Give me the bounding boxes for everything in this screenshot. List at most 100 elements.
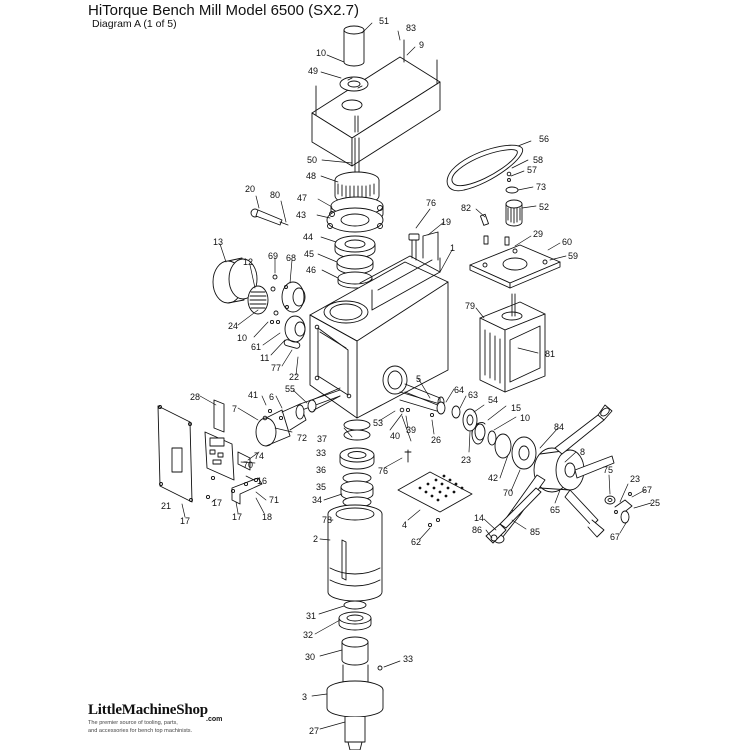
callout: 51 xyxy=(379,16,389,26)
callout: 84 xyxy=(554,422,564,432)
callout: 63 xyxy=(468,390,478,400)
motor-cover xyxy=(311,39,441,167)
callout: 24 xyxy=(228,321,238,331)
callout: 9 xyxy=(419,40,424,50)
callout: 80 xyxy=(270,190,280,200)
callout: 17 xyxy=(180,516,190,526)
callout: 67 xyxy=(610,532,620,542)
callout: 50 xyxy=(307,155,317,165)
callout: 18 xyxy=(262,512,272,522)
quill xyxy=(327,504,383,602)
callout: 27 xyxy=(309,726,319,736)
callout: 59 xyxy=(568,251,578,261)
callout: 65 xyxy=(550,505,560,515)
callout: 67 xyxy=(642,485,652,495)
callout: 6 xyxy=(269,392,274,402)
callout: 29 xyxy=(533,229,543,239)
callout: 1 xyxy=(450,243,455,253)
callout: 40 xyxy=(390,431,400,441)
callout: 58 xyxy=(533,155,543,165)
bearing-stack xyxy=(334,235,376,289)
callout: 3 xyxy=(302,692,307,702)
callout: 55 xyxy=(285,384,295,394)
callout: 8 xyxy=(580,447,585,457)
motor-pulley xyxy=(479,171,523,246)
callout: 2 xyxy=(313,534,318,544)
callout: 46 xyxy=(306,265,316,275)
callout: 10 xyxy=(237,333,247,343)
logo-tagline-2: and accessories for bench top machinists… xyxy=(88,727,193,734)
callout: 37 xyxy=(317,434,327,444)
callout: 16 xyxy=(257,476,267,486)
callout: 23 xyxy=(461,455,471,465)
callout: 30 xyxy=(305,652,315,662)
fine-feed-cover xyxy=(212,257,306,349)
callout: 68 xyxy=(286,253,296,263)
callout: 76 xyxy=(378,466,388,476)
motor xyxy=(479,293,546,393)
callout: 26 xyxy=(431,435,441,445)
callout: 32 xyxy=(303,630,313,640)
callout: 10 xyxy=(520,413,530,423)
quill-bearing-stack xyxy=(339,419,375,508)
page-title: HiTorque Bench Mill Model 6500 (SX2.7) xyxy=(88,2,359,19)
pinion-shaft xyxy=(399,391,486,463)
callout: 44 xyxy=(303,232,313,242)
callout: 48 xyxy=(306,171,316,181)
callout: 21 xyxy=(161,501,171,511)
callout: 31 xyxy=(306,611,316,621)
callout: 49 xyxy=(308,66,318,76)
lower-bearings xyxy=(338,600,372,666)
callout: 57 xyxy=(527,165,537,175)
bracket-16-18 xyxy=(205,475,263,505)
littlemachineshop-logo: LittleMachineShop .com The premier sourc… xyxy=(88,702,222,734)
callout: 11 xyxy=(260,353,269,363)
callout: 52 xyxy=(539,202,549,212)
motor-plate xyxy=(469,244,561,289)
callout: 13 xyxy=(213,237,223,247)
callout: 81 xyxy=(545,349,555,359)
callout-leaders xyxy=(181,22,652,730)
logo-name: LittleMachineShop xyxy=(88,702,208,718)
callout: 86 xyxy=(472,525,482,535)
callout: 14 xyxy=(474,513,484,523)
callout: 20 xyxy=(245,184,255,194)
callout: 12 xyxy=(243,257,253,267)
diagram-subtitle: Diagram A (1 of 5) xyxy=(92,18,177,30)
callout: 64 xyxy=(454,385,464,395)
callout: 85 xyxy=(530,527,540,537)
callout: 76 xyxy=(426,198,436,208)
callout: 62 xyxy=(411,537,421,547)
callout: 61 xyxy=(251,342,261,352)
callout: 82 xyxy=(461,203,471,213)
logo-domain: .com xyxy=(206,716,223,723)
callout: 70 xyxy=(503,488,513,498)
control-panel-cover xyxy=(157,405,193,503)
callout: 17 xyxy=(212,498,222,508)
callout: 74 xyxy=(254,451,264,461)
callout: 53 xyxy=(373,418,383,428)
callout: 43 xyxy=(296,210,306,220)
fine-feed-wheel xyxy=(255,387,341,447)
callout-labels: 51 83 10 9 49 56 58 57 73 50 48 52 82 20… xyxy=(161,16,660,736)
head-casting xyxy=(309,231,449,419)
callout: 23 xyxy=(630,474,640,484)
callout: 28 xyxy=(190,392,200,402)
callout: 36 xyxy=(316,465,326,475)
callout: 35 xyxy=(316,482,326,492)
cover-plate xyxy=(397,471,473,528)
callout: 5 xyxy=(416,374,421,384)
callout: 22 xyxy=(289,372,299,382)
lock-lever xyxy=(250,208,289,226)
callout: 17 xyxy=(232,512,242,522)
spindle xyxy=(326,664,384,750)
control-board xyxy=(204,399,251,481)
logo-tagline-1: The premier source of tooling, parts, xyxy=(88,720,178,726)
callout: 75 xyxy=(603,465,613,475)
callout: 78 xyxy=(322,515,332,525)
callout: 10 xyxy=(316,48,326,58)
callout: 33 xyxy=(316,448,326,458)
callout: 39 xyxy=(406,425,416,435)
callout: 47 xyxy=(297,193,307,203)
